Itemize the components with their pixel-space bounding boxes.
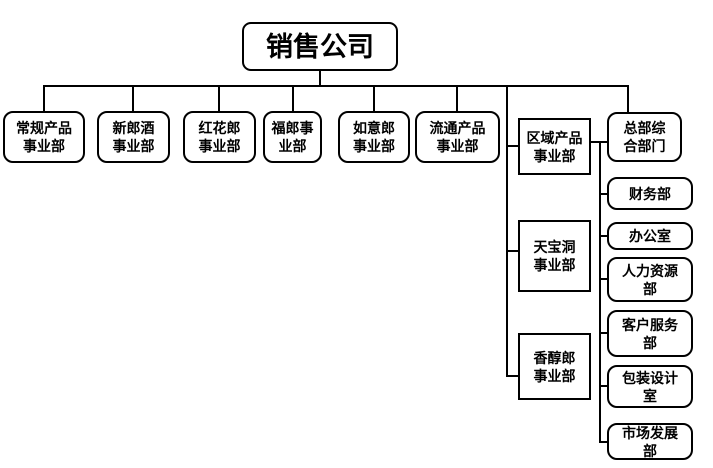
dept-box-tianbaodong: 天宝洞 事业部	[518, 220, 591, 292]
connector-stub-tianbaodong	[508, 250, 518, 252]
dept-box-regional-products: 区域产品 事业部	[518, 118, 591, 175]
dept-box-ruyilang: 如意郎 事业部	[338, 111, 410, 163]
dept-box-honghualang: 红花郎 事业部	[183, 111, 256, 163]
connector-drop-honghualang	[218, 85, 220, 111]
dept-box-xiangchunlang: 香醇郎 事业部	[518, 333, 591, 400]
dept-box-regular-products: 常规产品 事业部	[3, 111, 85, 163]
dept-box-packaging-design: 包装设计 室	[607, 365, 693, 408]
connector-drop-xinlang-liquor	[132, 85, 134, 111]
connector-top-rail	[43, 85, 629, 87]
company-title-box: 销售公司	[242, 22, 398, 71]
dept-box-market-development: 市场发展 部	[607, 423, 693, 460]
connector-stub-market-development	[601, 441, 607, 443]
dept-box-xinlang-liquor: 新郎酒 事业部	[97, 111, 170, 163]
connector-drop-regular-products	[43, 85, 45, 111]
connector-middle-column-feed	[506, 85, 508, 377]
connector-stub-office	[601, 235, 607, 237]
connector-drop-hq-general	[627, 85, 629, 112]
dept-box-fulang: 福郎事 业部	[263, 111, 322, 163]
dept-box-hr: 人力资源 部	[607, 257, 693, 302]
connector-stub-xiangchunlang	[508, 375, 518, 377]
connector-stub-packaging-design	[601, 385, 607, 387]
connector-stub-finance	[601, 193, 607, 195]
dept-box-finance: 财务部	[607, 177, 693, 210]
connector-stub-regional-products	[508, 145, 518, 147]
connector-title-drop	[319, 71, 321, 86]
connector-drop-ruyilang	[373, 85, 375, 111]
connector-right-column-feed	[599, 141, 601, 443]
dept-box-customer-service: 客户服务 部	[607, 310, 693, 357]
connector-drop-circulation-products	[456, 85, 458, 111]
dept-box-office: 办公室	[607, 222, 693, 250]
dept-box-hq-general: 总部综 合部门	[607, 112, 682, 162]
connector-stub-hr	[601, 278, 607, 280]
dept-box-circulation-products: 流通产品 事业部	[415, 111, 500, 163]
connector-drop-fulang	[292, 85, 294, 111]
connector-stub-customer-service	[601, 332, 607, 334]
